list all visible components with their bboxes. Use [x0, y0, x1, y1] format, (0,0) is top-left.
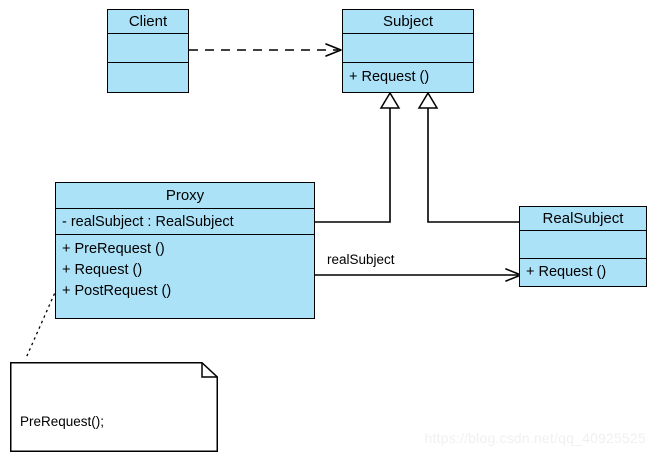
note-shape: [10, 362, 218, 452]
class-name-subject: Subject: [343, 10, 473, 34]
hollow-triangle-arrowhead-icon: [379, 91, 401, 109]
uml-class-subject[interactable]: Subject + Request (): [342, 9, 474, 93]
uml-class-client[interactable]: Client: [107, 9, 189, 93]
uml-class-proxy[interactable]: Proxy - realSubject : RealSubject + PreR…: [55, 182, 315, 319]
attributes-compartment-realsubject: [520, 231, 646, 259]
operations-compartment-proxy: + PreRequest () + Request () + PostReque…: [56, 235, 314, 318]
uml-class-realsubject[interactable]: RealSubject + Request (): [519, 206, 647, 287]
note-body-text: PreRequest(); realSubject.Request(); Pos…: [20, 372, 154, 462]
attribute-proxy-realsubject: - realSubject : RealSubject: [56, 209, 314, 235]
note-anchor-line: [25, 287, 58, 359]
operations-compartment-client: [108, 63, 188, 92]
operation-proxy-request: + Request (): [62, 262, 143, 278]
generalization-proxy-to-subject: [314, 91, 401, 223]
attributes-compartment-client: [108, 34, 188, 63]
operation-proxy-postrequest: + PostRequest (): [62, 283, 172, 299]
uml-note-proxy-request[interactable]: PreRequest(); realSubject.Request(); Pos…: [10, 362, 218, 452]
generalization-realsubject-to-subject: [417, 91, 520, 223]
operation-subject-request: + Request (): [349, 69, 430, 85]
hollow-triangle-arrowhead-icon: [417, 91, 439, 109]
attributes-compartment-subject: [343, 34, 473, 63]
class-name-client: Client: [108, 10, 188, 34]
watermark-text: https://blog.csdn.net/qq_40925525: [424, 430, 646, 446]
open-arrowhead-icon: [325, 43, 342, 57]
generalization-line: [314, 106, 391, 223]
association-label-realsubject: realSubject: [327, 252, 395, 268]
note-outline: [10, 362, 218, 452]
class-name-realsubject: RealSubject: [520, 207, 646, 231]
note-anchor-proxy: [25, 287, 58, 359]
note-fold-corner-icon: [201, 362, 218, 378]
class-name-proxy: Proxy: [56, 183, 314, 209]
generalization-line: [427, 106, 520, 223]
dependency-client-to-subject: [189, 43, 342, 57]
operation-proxy-prerequest: + PreRequest (): [62, 241, 165, 257]
association-proxy-to-realsubject: [315, 268, 522, 282]
note-line-prerequest: PreRequest();: [20, 414, 105, 429]
operation-realsubject-request: + Request (): [526, 264, 607, 280]
